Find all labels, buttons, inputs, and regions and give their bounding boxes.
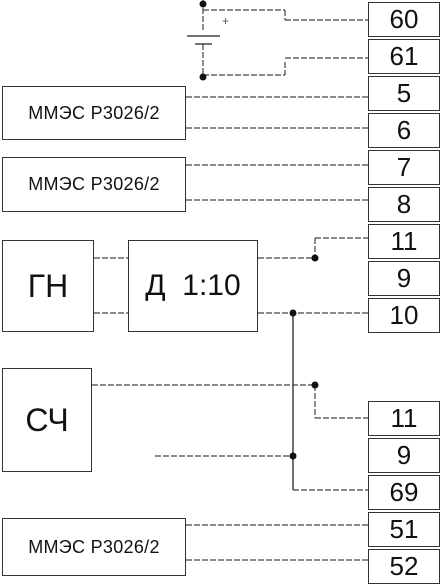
generator-block: ГН: [2, 240, 94, 332]
terminal-top-7: 11: [368, 224, 440, 259]
terminal-top-9: 10: [368, 298, 440, 333]
battery-plus-sign: +: [222, 14, 230, 28]
terminal-bottom-3: 69: [368, 475, 440, 510]
counter-label: СЧ: [25, 401, 69, 438]
junction-dot: [311, 254, 319, 262]
junction-dot: [311, 381, 319, 389]
terminal-bottom-1: 11: [368, 401, 440, 436]
meter-mmes-1: ММЭС Р3026/2: [2, 86, 186, 140]
junction-dot: [199, 0, 207, 8]
meter-mmes-3-label: ММЭС Р3026/2: [28, 536, 160, 557]
junction-dot: [289, 452, 297, 460]
terminal-bottom-2: 9: [368, 438, 440, 473]
terminal-top-4: 6: [368, 113, 440, 148]
terminal-top-1: 60: [368, 2, 440, 37]
terminal-bottom-4: 51: [368, 512, 440, 547]
meter-mmes-2-label: ММЭС Р3026/2: [28, 174, 160, 194]
counter-block: СЧ: [2, 368, 92, 472]
terminal-top-2: 61: [368, 39, 440, 74]
terminal-top-5: 7: [368, 150, 440, 185]
junction-dot: [199, 73, 207, 81]
divider-label: Д 1:10: [145, 269, 241, 302]
meter-mmes-2: ММЭС Р3026/2: [2, 157, 186, 212]
terminal-top-3: 5: [368, 76, 440, 111]
divider-block: Д 1:10: [128, 240, 258, 332]
meter-mmes-1-label: ММЭС Р3026/2: [28, 102, 160, 123]
terminal-top-6: 8: [368, 187, 440, 222]
terminal-top-8: 9: [368, 261, 440, 296]
meter-mmes-3: ММЭС Р3026/2: [2, 518, 186, 576]
junction-dot: [289, 309, 297, 317]
terminal-bottom-5: 52: [368, 549, 440, 584]
generator-label: ГН: [27, 267, 69, 304]
